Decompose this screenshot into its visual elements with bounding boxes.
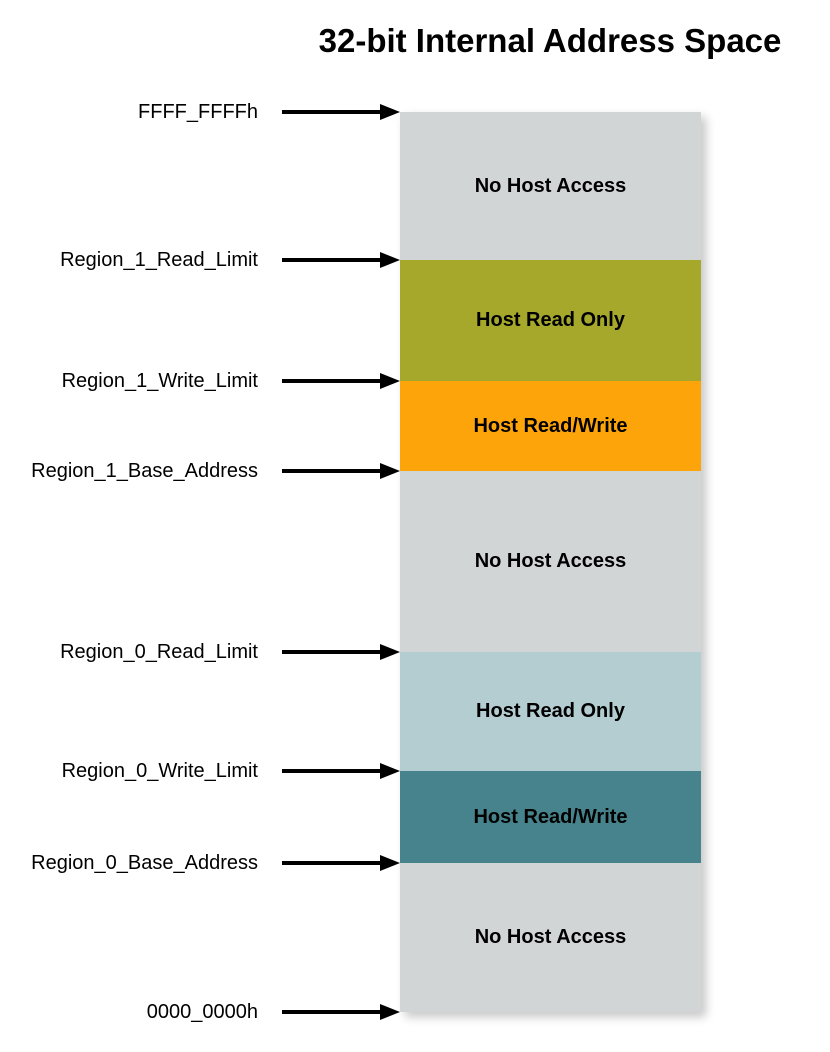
segment-label: No Host Access bbox=[474, 550, 627, 572]
segment-label: Host Read/Write bbox=[473, 805, 628, 828]
pointer-label: Region_1_Base_Address bbox=[31, 459, 258, 482]
segment-label: No Host Access bbox=[474, 174, 627, 197]
arrow-right-icon bbox=[282, 644, 400, 660]
arrow-right-icon bbox=[282, 373, 400, 389]
arrow-right-icon bbox=[282, 855, 400, 871]
segment-label: Host Read Only bbox=[476, 309, 625, 331]
arrow-right-icon bbox=[282, 763, 400, 779]
pointer-label: Region_0_Write_Limit bbox=[61, 759, 258, 782]
memory-map-column: No Host Access Host Read Only Host Read/… bbox=[400, 112, 701, 1012]
segment-region0-host-read-only: Host Read Only bbox=[400, 652, 701, 771]
pointer-label: 0000_0000h bbox=[146, 1000, 258, 1023]
segment-no-host-access-lower: No Host Access bbox=[400, 863, 701, 1012]
pointer-label: Region_1_Read_Limit bbox=[60, 248, 258, 271]
segment-label: Host Read/Write bbox=[473, 414, 628, 437]
arrow-right-icon bbox=[282, 104, 400, 120]
segment-region1-host-read-only: Host Read Only bbox=[400, 260, 701, 381]
pointer-label: FFFF_FFFFh bbox=[138, 100, 258, 123]
pointer-label: Region_1_Write_Limit bbox=[61, 369, 258, 392]
segment-no-host-access-middle: No Host Access bbox=[400, 471, 701, 652]
segment-region1-host-read-write: Host Read/Write bbox=[400, 381, 701, 471]
segment-label: Host Read Only bbox=[476, 700, 625, 722]
pointer-label: Region_0_Read_Limit bbox=[60, 640, 258, 663]
segment-region0-host-read-write: Host Read/Write bbox=[400, 771, 701, 863]
diagram-title: 32-bit Internal Address Space bbox=[318, 22, 782, 59]
arrow-right-icon bbox=[282, 252, 400, 268]
arrow-right-icon bbox=[282, 463, 400, 479]
segment-no-host-access-upper: No Host Access bbox=[400, 112, 701, 260]
arrow-right-icon bbox=[282, 1004, 400, 1020]
pointer-label: Region_0_Base_Address bbox=[31, 851, 258, 874]
segment-label: No Host Access bbox=[474, 926, 627, 948]
